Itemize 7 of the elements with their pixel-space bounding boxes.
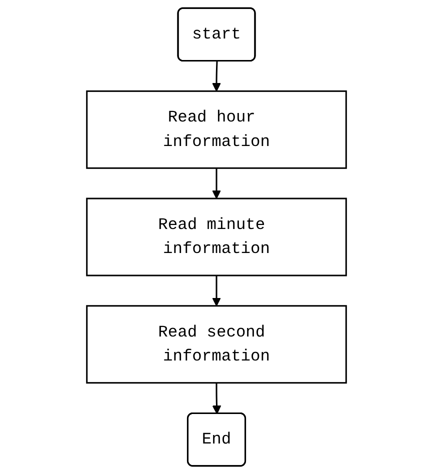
node-box: Read hour information bbox=[86, 90, 347, 169]
arrow bbox=[212, 382, 222, 414]
node-box: Read second information bbox=[86, 305, 347, 384]
arrow bbox=[212, 61, 221, 92]
arrow bbox=[212, 275, 221, 306]
arrow bbox=[212, 168, 221, 199]
node-box: Read minute information bbox=[86, 198, 347, 276]
